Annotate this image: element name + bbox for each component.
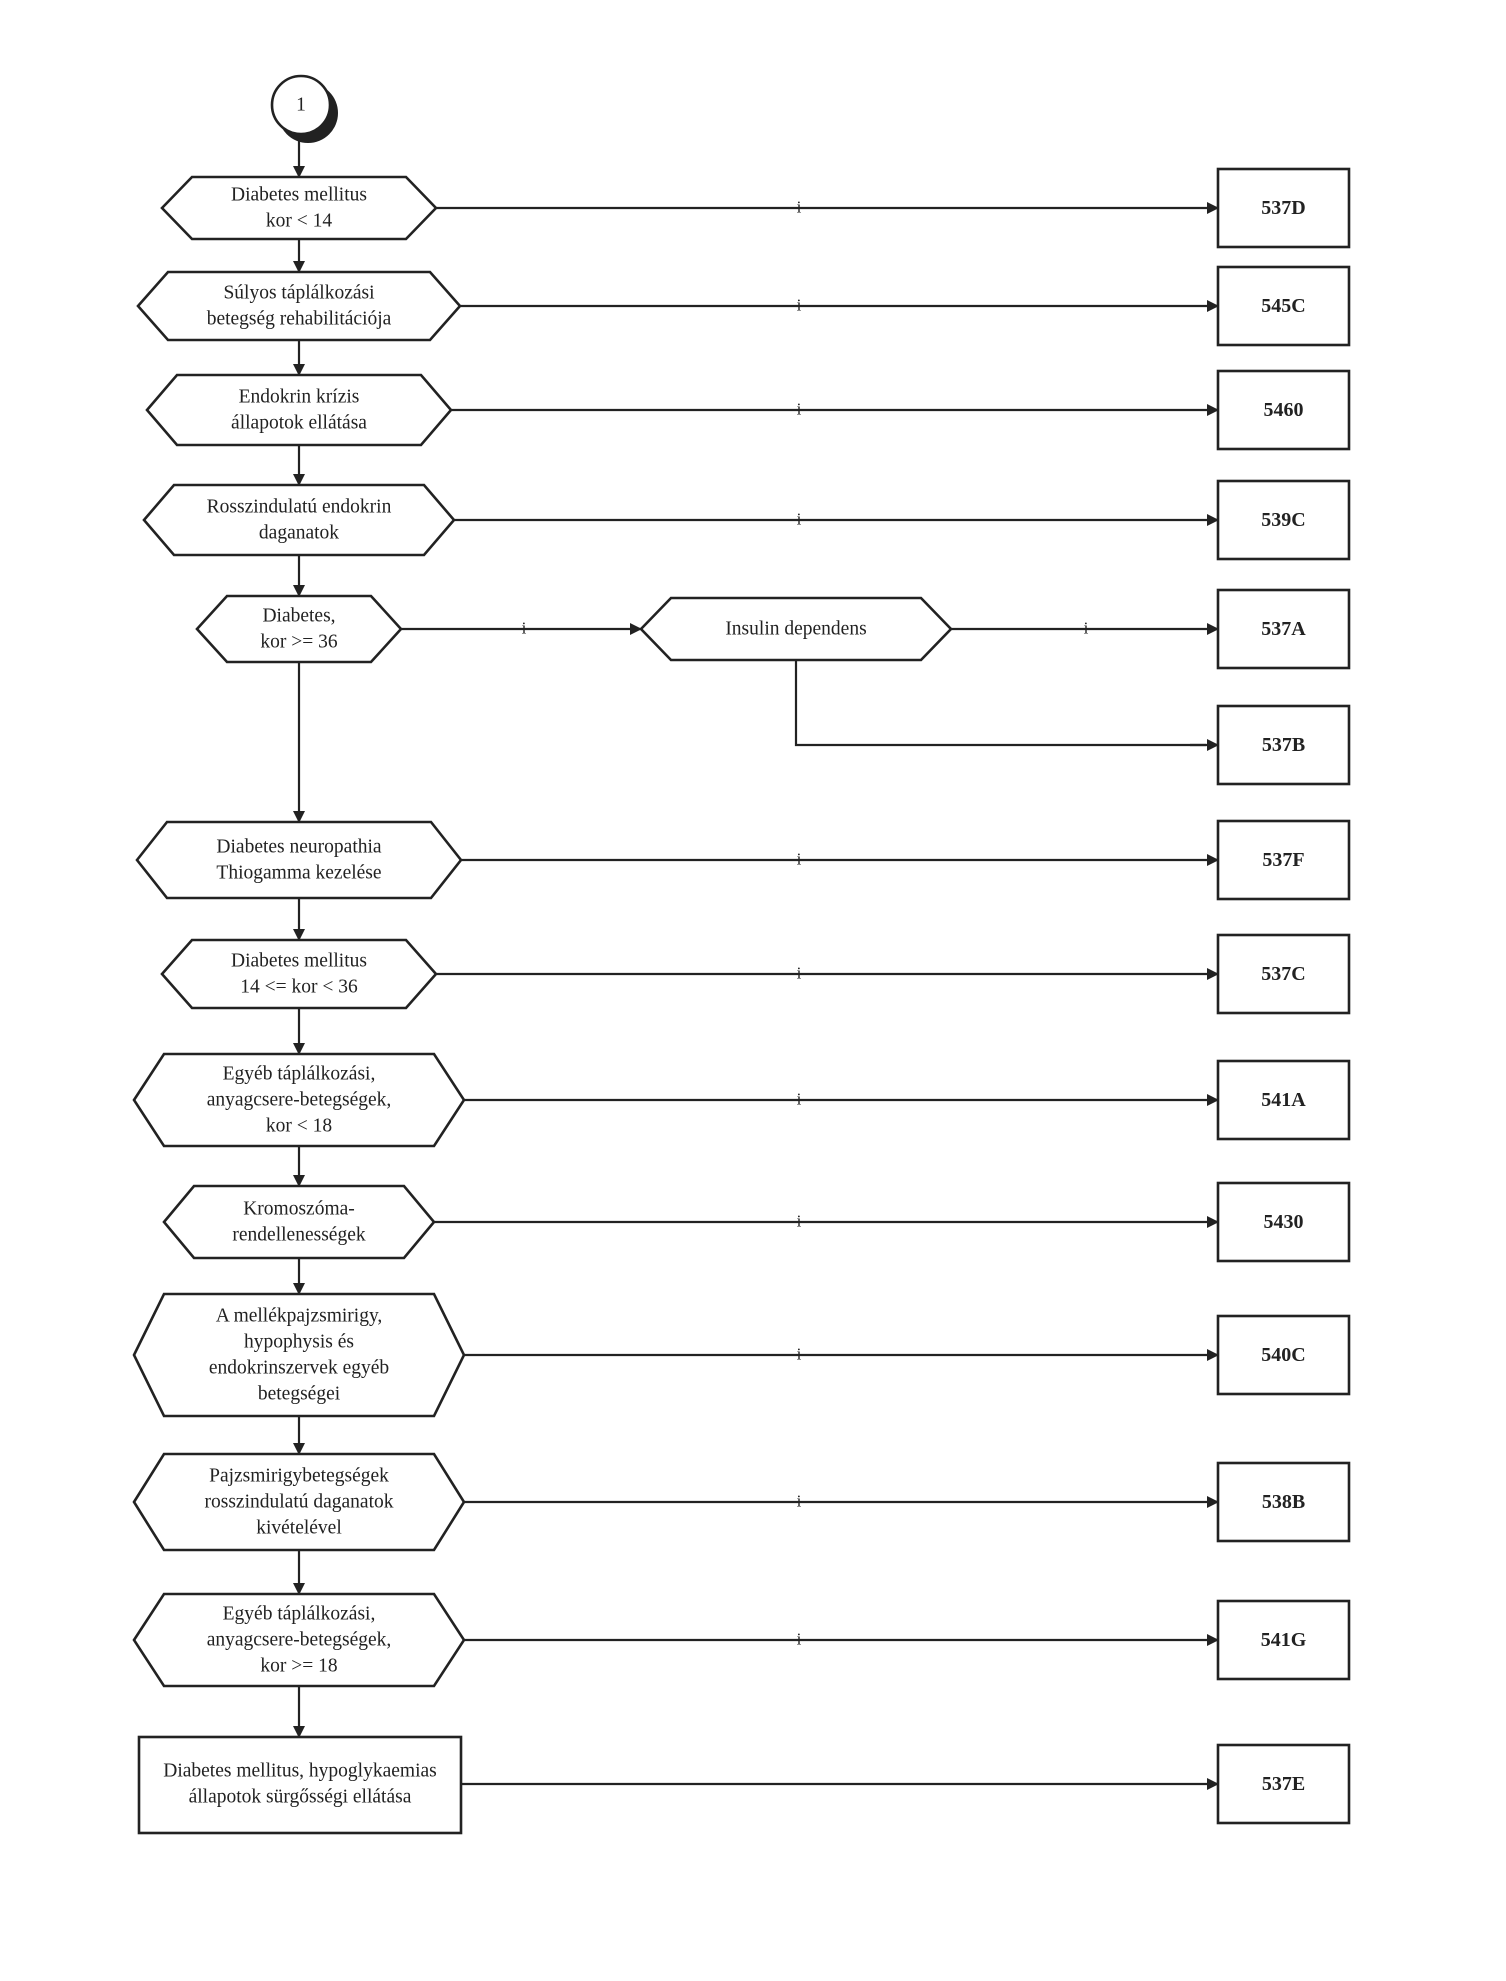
start-connector — [270, 74, 332, 136]
decision-diab-36-line: Diabetes, — [262, 606, 335, 627]
result-537F-code: 537F — [1262, 849, 1304, 871]
yes-label: i — [797, 198, 802, 217]
decision-diab-14-36-line: 14 <= kor < 36 — [240, 977, 358, 998]
no-branch-line — [794, 660, 1206, 747]
result-537C-box — [1216, 933, 1351, 1015]
decision-metabolic-under-18 — [132, 1052, 466, 1148]
decision-chromosome-line: rendellenességek — [232, 1225, 365, 1246]
result-537D-code: 537D — [1261, 197, 1305, 219]
decision-nutrition-rehab-line: Súlyos táplálkozási — [223, 283, 375, 304]
yes-label: i — [797, 1090, 802, 1109]
decision-nutrition-rehab-line: betegség rehabilitációja — [207, 309, 392, 330]
decision-endocrine-crisis-line: állapotok ellátása — [231, 413, 367, 434]
decision-thyroid-line: kivételével — [256, 1518, 342, 1539]
yes-label: i — [797, 400, 802, 419]
decision-nutrition-rehab — [136, 270, 462, 342]
result-541A-box — [1216, 1059, 1351, 1141]
decision-malignant-endocrine-line: Rosszindulatú endokrin — [207, 497, 392, 518]
decision-diab-child — [160, 175, 438, 241]
decision-malignant-endocrine — [142, 483, 456, 557]
yes-label: i — [797, 296, 802, 315]
result-540C-box — [1216, 1314, 1351, 1396]
result-541G-box — [1216, 1599, 1351, 1681]
decision-metabolic-18-plus-line: anyagcsere-betegségek, — [207, 1630, 392, 1651]
decision-malignant-endocrine-line: daganatok — [259, 523, 339, 544]
result-5430-code: 5430 — [1264, 1211, 1304, 1233]
result-539C-box — [1216, 479, 1351, 561]
decision-parathyroid-line: endokrinszervek egyéb — [209, 1358, 389, 1379]
yes-label: i — [797, 1630, 802, 1649]
result-539C-code: 539C — [1261, 509, 1305, 531]
result-545C-code: 545C — [1261, 295, 1305, 317]
decision-parathyroid-line: A mellékpajzsmirigy, — [216, 1306, 383, 1327]
decision-metabolic-18-plus — [132, 1592, 466, 1688]
yes-label: i — [522, 619, 527, 638]
decision-diab-36 — [195, 594, 403, 664]
process-hypoglycaemia-line: állapotok sürgősségi ellátása — [189, 1787, 412, 1808]
yes-label: i — [797, 850, 802, 869]
decision-insulin-dependent-line: Insulin dependens — [725, 619, 866, 640]
result-537B-box — [1216, 704, 1351, 786]
decision-parathyroid — [132, 1292, 466, 1418]
result-538B-code: 538B — [1262, 1491, 1305, 1513]
result-537A-box — [1216, 588, 1351, 670]
decision-endocrine-crisis — [145, 373, 453, 447]
result-5460-code: 5460 — [1264, 399, 1304, 421]
result-537A-code: 537A — [1261, 618, 1306, 640]
result-537E-box — [1216, 1743, 1351, 1825]
decision-metabolic-18-plus-line: Egyéb táplálkozási, — [223, 1604, 376, 1625]
result-541A-code: 541A — [1261, 1089, 1306, 1111]
decision-diab-child-line: kor < 14 — [266, 211, 332, 232]
yes-label: i — [797, 964, 802, 983]
result-537E-code: 537E — [1262, 1773, 1305, 1795]
decision-chromosome-line: Kromoszóma- — [243, 1199, 355, 1220]
decision-parathyroid-line: betegségei — [258, 1384, 341, 1405]
decision-thyroid-line: rosszindulatú daganatok — [205, 1492, 394, 1513]
result-541G-code: 541G — [1261, 1629, 1307, 1651]
decision-diab-14-36-line: Diabetes mellitus — [231, 951, 367, 972]
start-label: 1 — [296, 95, 306, 116]
result-540C-code: 540C — [1261, 1344, 1305, 1366]
decision-endocrine-crisis-line: Endokrin krízis — [239, 387, 360, 408]
process-hypoglycaemia — [137, 1735, 463, 1835]
decision-thyroid-line: Pajzsmirigybetegségek — [209, 1466, 389, 1487]
yes-label: i — [797, 1492, 802, 1511]
result-545C-box — [1216, 265, 1351, 347]
yes-label: i — [797, 510, 802, 529]
decision-diab-36-line: kor >= 36 — [260, 632, 337, 653]
result-537C-code: 537C — [1261, 963, 1305, 985]
yes-label: i — [797, 1212, 802, 1231]
result-537B-code: 537B — [1262, 734, 1305, 756]
decision-metabolic-18-plus-line: kor >= 18 — [260, 1656, 337, 1677]
decision-metabolic-under-18-line: Egyéb táplálkozási, — [223, 1064, 376, 1085]
decision-diab-14-36 — [160, 938, 438, 1010]
result-5430-box — [1216, 1181, 1351, 1263]
decision-diab-child-line: Diabetes mellitus — [231, 185, 367, 206]
decision-metabolic-under-18-line: anyagcsere-betegségek, — [207, 1090, 392, 1111]
decision-metabolic-under-18-line: kor < 18 — [266, 1116, 332, 1137]
result-537F-box — [1216, 819, 1351, 901]
result-537D-box — [1216, 167, 1351, 249]
yes-label: i — [1084, 619, 1089, 638]
result-538B-box — [1216, 1461, 1351, 1543]
decision-thyroid — [132, 1452, 466, 1552]
yes-label: i — [797, 1345, 802, 1364]
process-hypoglycaemia-line: Diabetes mellitus, hypoglykaemias — [163, 1761, 437, 1782]
decision-parathyroid-line: hypophysis és — [244, 1332, 354, 1353]
decision-chromosome — [162, 1184, 436, 1260]
decision-neuropathia-line: Thiogamma kezelése — [216, 863, 381, 884]
result-5460-box — [1216, 369, 1351, 451]
decision-neuropathia — [135, 820, 463, 900]
decision-neuropathia-line: Diabetes neuropathia — [216, 837, 381, 858]
decision-insulin-dependent — [639, 596, 953, 662]
